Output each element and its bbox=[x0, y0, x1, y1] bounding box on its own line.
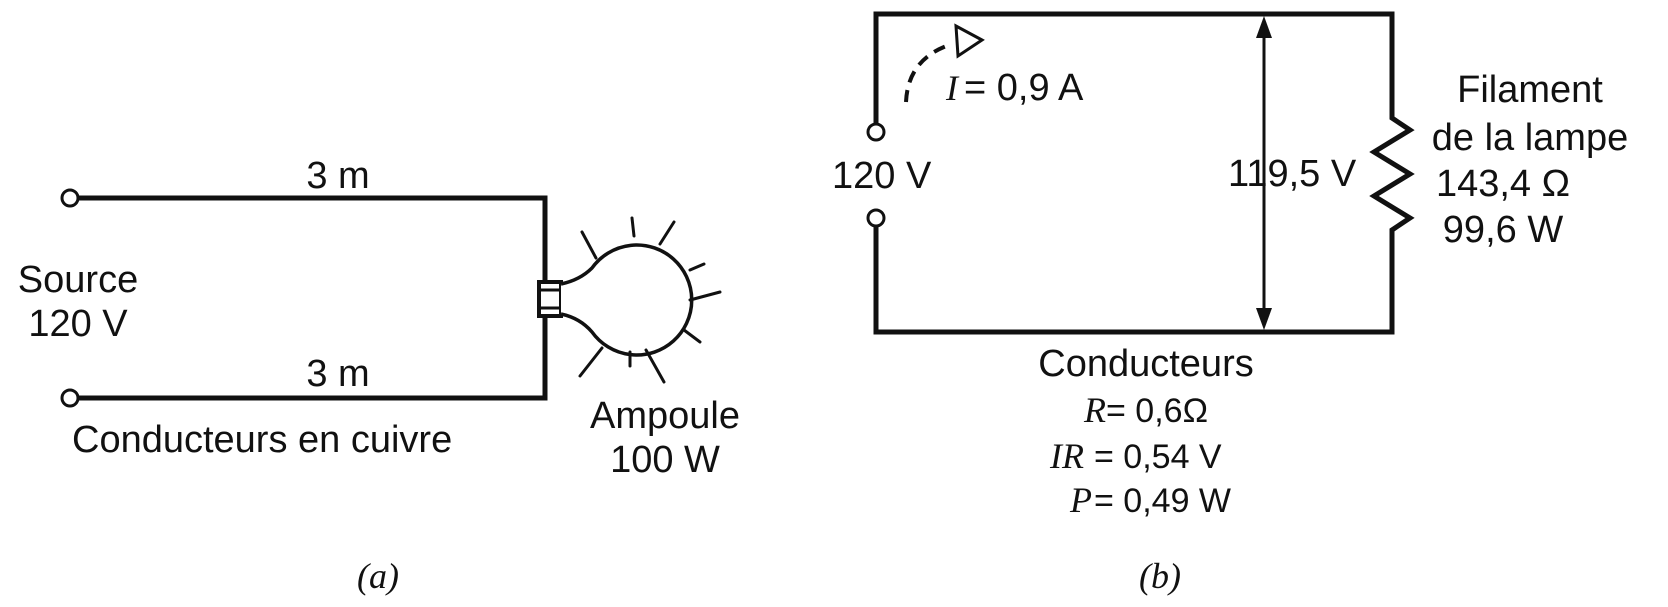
bulb-power-label: 100 W bbox=[610, 439, 720, 481]
panel-a: 3 m 3 m Source 120 V Conducteurs en cuiv… bbox=[18, 155, 740, 596]
bulb-label: Ampoule bbox=[590, 395, 740, 437]
filament-label: Filament bbox=[1457, 69, 1603, 111]
current-value: = 0,9 A bbox=[964, 67, 1084, 109]
voltage-drop-symbol: IR bbox=[1049, 436, 1084, 476]
current-symbol: I bbox=[945, 68, 960, 108]
source-terminal-top bbox=[866, 122, 886, 142]
light-bulb-icon bbox=[537, 216, 722, 384]
circuit-wire-left-bottom bbox=[873, 225, 1395, 335]
filament-resistance: 143,4 Ω bbox=[1436, 163, 1570, 205]
conductors-material-label: Conducteurs en cuivre bbox=[72, 419, 452, 461]
panel-a-caption: (a) bbox=[357, 556, 399, 596]
bottom-conductor-wire bbox=[75, 311, 548, 401]
source-terminal-bottom bbox=[866, 208, 886, 228]
top-conductor-wire bbox=[75, 195, 548, 285]
resistance-value: = 0,6Ω bbox=[1106, 392, 1208, 430]
filament-power: 99,6 W bbox=[1443, 209, 1564, 251]
source-terminal-bottom bbox=[60, 388, 80, 408]
power-loss-value: = 0,49 W bbox=[1094, 482, 1231, 520]
voltage-double-arrow-icon bbox=[1256, 16, 1272, 330]
circuit-wire-left-top bbox=[873, 11, 1395, 125]
filament-label-line2: de la lampe bbox=[1432, 117, 1628, 159]
source-voltage-label: 120 V bbox=[28, 303, 128, 345]
source-voltage-label: 120 V bbox=[832, 155, 932, 197]
source-label: Source bbox=[18, 259, 138, 301]
resistance-symbol: R bbox=[1083, 390, 1106, 430]
panel-b-caption: (b) bbox=[1139, 556, 1181, 596]
voltage-drop-value: = 0,54 V bbox=[1094, 438, 1222, 476]
filament-resistor-icon bbox=[1369, 93, 1415, 245]
load-voltage-label: 119,5 V bbox=[1228, 153, 1357, 195]
power-loss-symbol: P bbox=[1069, 480, 1092, 520]
current-direction-arrow-icon bbox=[904, 23, 985, 103]
top-conductor-length: 3 m bbox=[306, 155, 369, 197]
panel-b: I = 0,9 A 120 V 119,5 V Filament de la l… bbox=[832, 11, 1628, 596]
conductors-title: Conducteurs bbox=[1038, 343, 1253, 385]
bottom-conductor-length: 3 m bbox=[306, 353, 369, 395]
source-terminal-top bbox=[60, 188, 80, 208]
